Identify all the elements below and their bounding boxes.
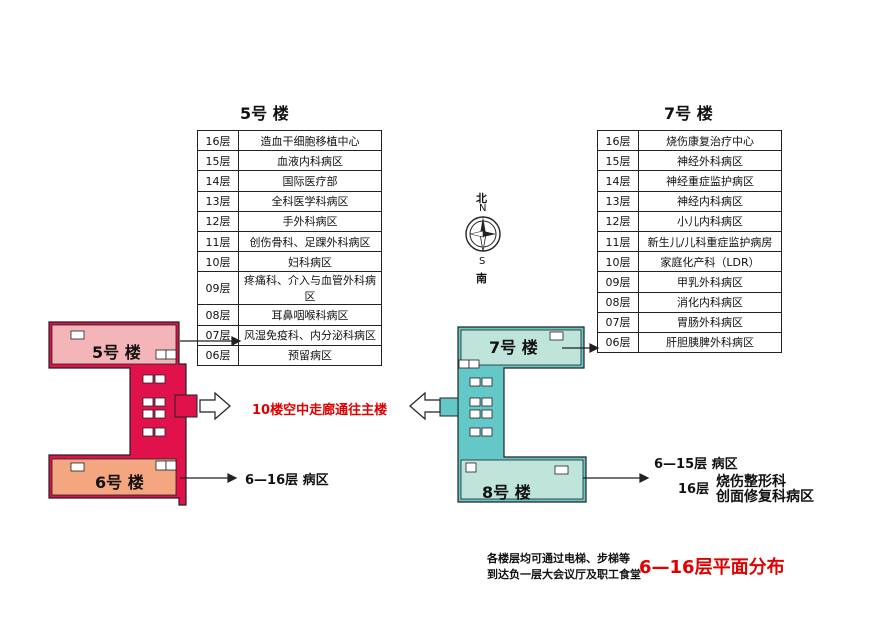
bldg8-dept-b: 创面修复科病区 [716, 489, 814, 505]
footer-note-1: 各楼层均可通过电梯、步梯等 [487, 552, 630, 565]
footer-note-2: 到达负一层大会议厅及职工食堂 [487, 568, 641, 581]
floor-number: 07层 [597, 311, 639, 333]
compass-south-label: 南 [476, 272, 487, 285]
floor-number: 08层 [197, 304, 239, 326]
floor-row: 12层手外科病区 [197, 210, 382, 232]
floor-row: 16层烧伤康复治疗中心 [597, 129, 782, 152]
floor-row: 14层国际医疗部 [197, 170, 382, 192]
floor-row: 16层造血干细胞移植中心 [197, 129, 382, 152]
compass-s-label: S [479, 256, 486, 267]
bldg8-plan-label: 8号 楼 [482, 483, 531, 502]
bldg6-floor-text: 6—16层 病区 [245, 473, 329, 488]
department-name: 肝胆胰脾外科病区 [638, 331, 782, 354]
floor-number: 06层 [197, 344, 239, 366]
building5-title: 5号 楼 [240, 104, 289, 123]
corridor-label: 10楼空中走廊通往主楼 [252, 403, 388, 418]
department-name: 全科医学科病区 [238, 190, 382, 212]
bldg8-floor-text-1: 6—15层 病区 [654, 457, 738, 472]
floor-row: 10层妇科病区 [197, 251, 382, 273]
department-name: 疼痛科、介入与血管外科病区 [238, 271, 382, 306]
bldg5-plan-label: 5号 楼 [92, 343, 141, 362]
compass-rose-icon [465, 216, 501, 252]
footer-title: 6—16层平面分布 [639, 557, 785, 578]
department-name: 预留病区 [238, 344, 382, 366]
floor-row: 08层耳鼻咽喉科病区 [197, 304, 382, 326]
department-name: 新生儿/儿科重症监护病房 [638, 230, 782, 253]
floor-row: 07层风湿免疫科、内分泌科病区 [197, 324, 382, 346]
bldg8-floor-text-16: 16层 [678, 482, 710, 497]
floor-number: 12层 [197, 210, 239, 232]
compass-north-label: 北 [476, 192, 487, 205]
department-name: 风湿免疫科、内分泌科病区 [238, 324, 382, 346]
floor-row: 06层预留病区 [197, 344, 382, 366]
floor-row: 11层新生儿/儿科重症监护病房 [597, 230, 782, 253]
floor-row: 08层消化内科病区 [597, 291, 782, 313]
floor-row: 10层家庭化产科（LDR） [597, 251, 782, 273]
floor-number: 09层 [197, 271, 239, 306]
compass-n-label: N [479, 203, 487, 214]
department-name: 神经外科病区 [638, 150, 782, 172]
floor-number: 10层 [597, 251, 639, 273]
floor-number: 07层 [197, 324, 239, 346]
building7-title: 7号 楼 [664, 104, 713, 123]
floor-row: 09层甲乳外科病区 [597, 271, 782, 293]
compass: 北 N S 南 [455, 190, 511, 290]
floor-row: 07层胃肠外科病区 [597, 311, 782, 333]
department-name: 妇科病区 [238, 251, 382, 273]
department-name: 国际医疗部 [238, 170, 382, 192]
floor-row: 14层神经重症监护病区 [597, 170, 782, 192]
bldg8-dept-a: 烧伤整形科 [716, 474, 786, 490]
bldg7-plan-label: 7号 楼 [489, 338, 538, 357]
department-name: 造血干细胞移植中心 [238, 129, 382, 152]
floor-row: 11层创伤骨科、足踝外科病区 [197, 230, 382, 253]
floor-row: 09层疼痛科、介入与血管外科病区 [197, 271, 382, 306]
floor-row: 06层肝胆胰脾外科病区 [597, 331, 782, 354]
floor-number: 06层 [597, 331, 639, 354]
department-name: 小儿内科病区 [638, 210, 782, 232]
bldg6-plan-label: 6号 楼 [95, 473, 144, 492]
